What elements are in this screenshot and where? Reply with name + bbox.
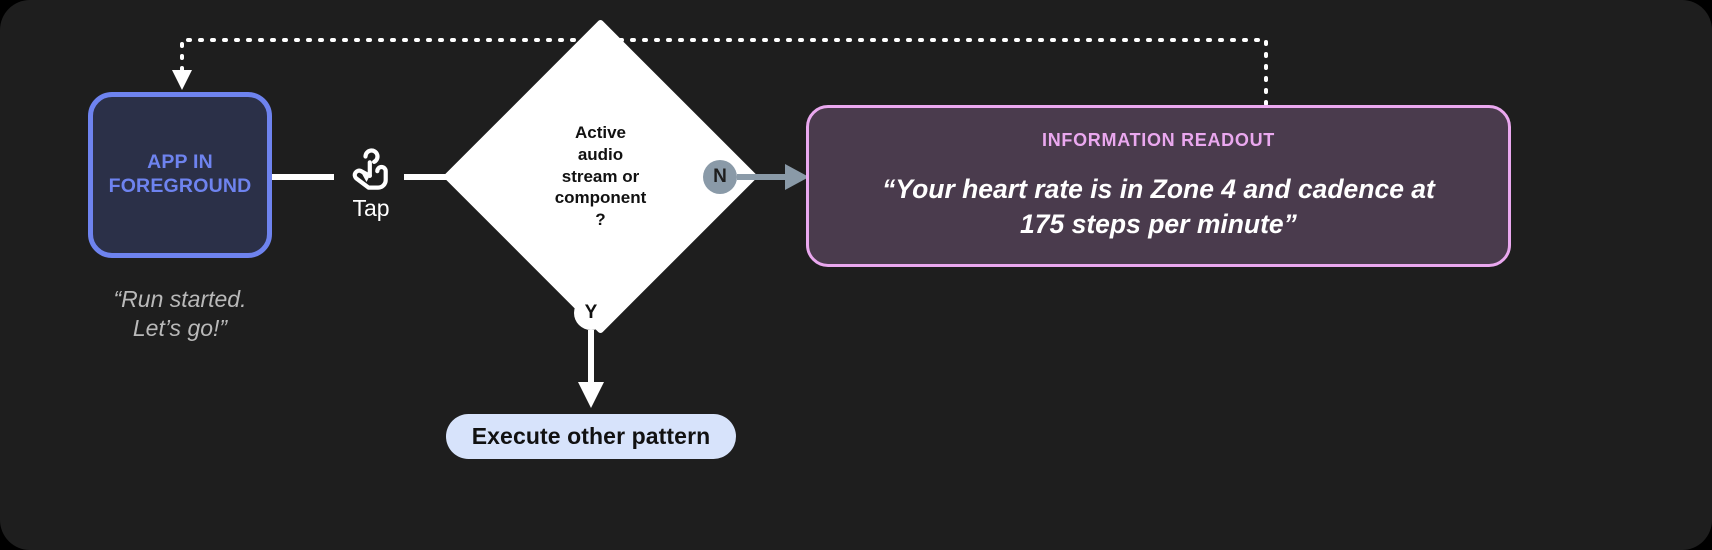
tap-gesture-icon <box>352 148 388 190</box>
readout-title: INFORMATION READOUT <box>1042 130 1275 151</box>
decision-label: Active audio stream or component ? <box>554 123 647 230</box>
app-node-caption: “Run started. Let’s go!” <box>113 286 247 342</box>
node-execute-other-pattern[interactable]: Execute other pattern <box>446 414 736 459</box>
connector-decision-to-yes <box>588 288 594 300</box>
branch-badge-no[interactable]: N <box>703 160 737 194</box>
node-app-in-foreground[interactable]: APP IN FOREGROUND <box>88 92 272 258</box>
tap-label: Tap <box>352 195 390 221</box>
branch-badge-yes[interactable]: Y <box>574 296 608 330</box>
readout-body: “Your heart rate is in Zone 4 and cadenc… <box>882 174 1435 239</box>
node-decision-audio-stream[interactable]: Active audio stream or component ? <box>442 18 759 335</box>
connector-no-to-readout <box>737 164 809 190</box>
node-information-readout[interactable]: INFORMATION READOUT “Your heart rate is … <box>806 105 1511 267</box>
connector-app-to-tap <box>272 174 334 180</box>
connector-yes-to-pill <box>578 330 604 408</box>
tap-gesture-group: Tap <box>338 142 404 220</box>
app-node-label: APP IN FOREGROUND <box>108 151 252 197</box>
pill-label: Execute other pattern <box>471 423 711 449</box>
